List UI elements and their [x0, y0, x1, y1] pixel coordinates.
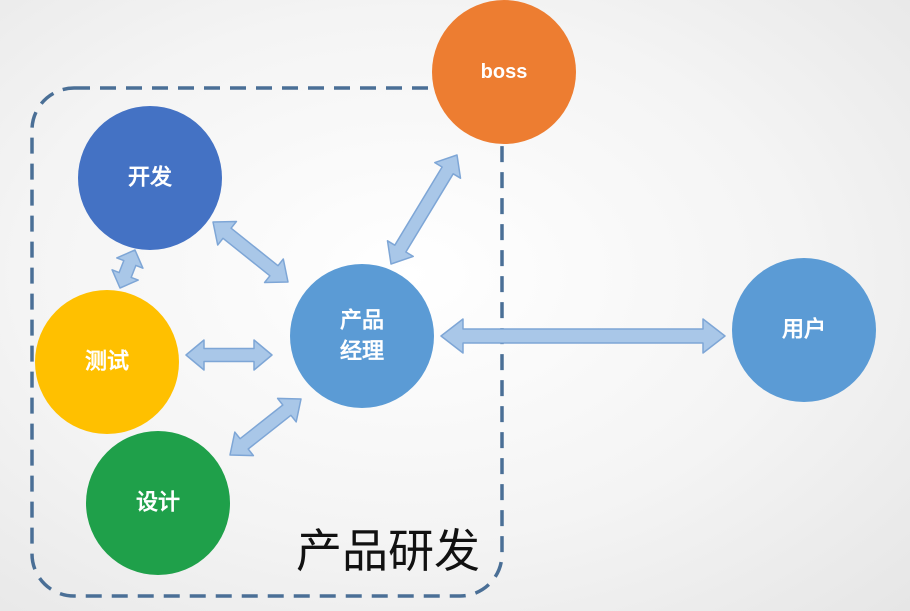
user-circle	[732, 258, 876, 402]
pm-label-line1: 产品	[340, 309, 384, 334]
arrows-layer	[111, 154, 726, 457]
node-design[interactable]: 设计	[86, 431, 230, 575]
test-circle	[35, 290, 179, 434]
arrow-pm-boss	[386, 154, 462, 265]
arrow-dev-pm	[212, 220, 289, 284]
test-label: 测试	[85, 350, 129, 375]
arrow-dev-test	[111, 249, 144, 289]
node-test[interactable]: 测试	[35, 290, 179, 434]
boss-label: boss	[481, 61, 528, 83]
boss-circle	[432, 0, 576, 144]
node-pm[interactable]: 产品 经理	[290, 264, 434, 408]
pm-circle	[290, 264, 434, 408]
pm-label-line2: 经理	[340, 339, 384, 365]
user-label: 用户	[782, 317, 826, 343]
node-boss[interactable]: boss	[432, 0, 576, 144]
node-user[interactable]: 用户	[732, 258, 876, 402]
arrow-pm-user	[440, 318, 726, 354]
arrow-test-pm	[185, 339, 273, 371]
design-circle	[86, 431, 230, 575]
dev-circle	[78, 106, 222, 250]
node-dev[interactable]: 开发	[78, 106, 222, 250]
design-label: 设计	[136, 491, 180, 516]
dev-label: 开发	[128, 165, 173, 191]
group-label: 产品研发	[296, 524, 480, 578]
arrow-design-pm	[229, 397, 302, 457]
